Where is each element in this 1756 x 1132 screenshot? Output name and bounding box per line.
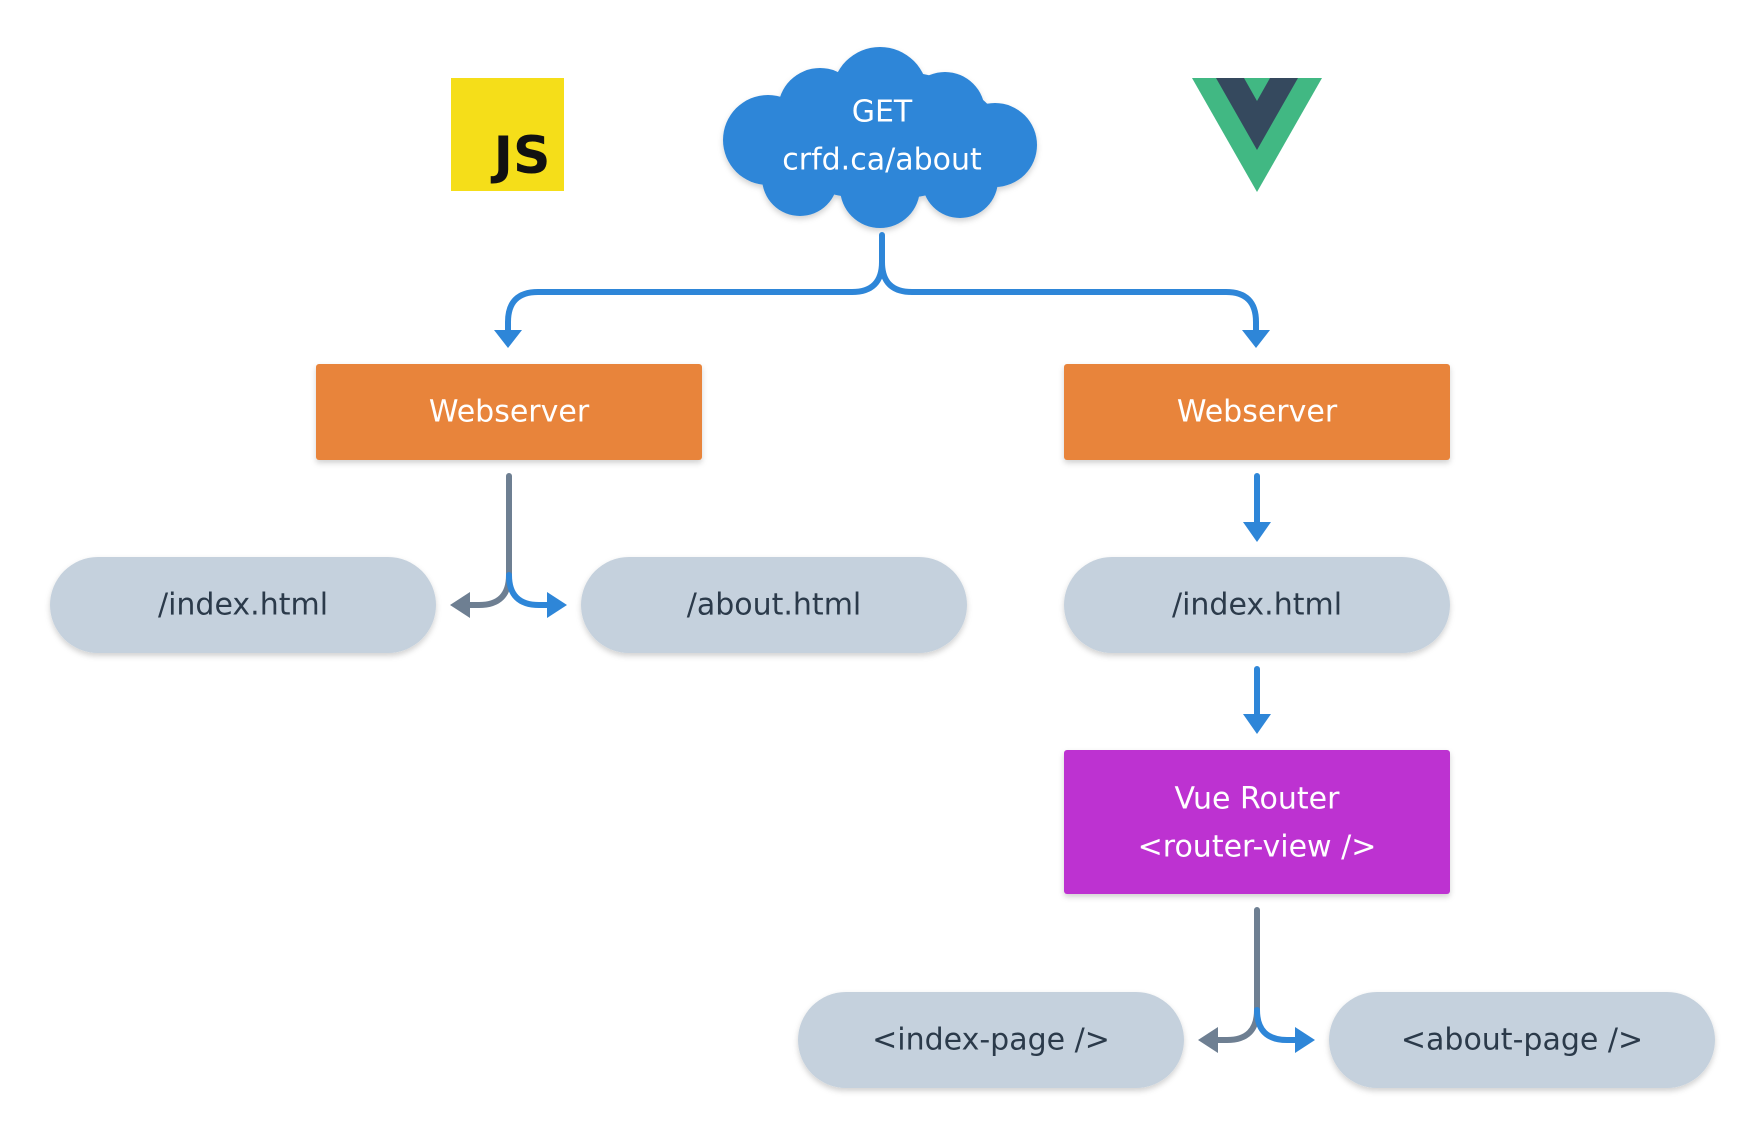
left-webserver-label: Webserver xyxy=(429,395,590,430)
arrow-to-about-page xyxy=(1295,1027,1315,1053)
javascript-logo-text: JS xyxy=(491,126,551,186)
vue-router-view-label: <router-view /> xyxy=(1138,830,1377,865)
right-index-file-pill: /index.html xyxy=(1064,557,1450,653)
arrow-to-left-about xyxy=(547,592,567,618)
cloud-split-connector xyxy=(505,232,1259,339)
vue-logo-icon xyxy=(1192,78,1322,192)
arrow-to-right-webserver xyxy=(1242,330,1270,348)
about-page-component-pill: <about-page /> xyxy=(1329,992,1715,1088)
arrow-to-router xyxy=(1243,714,1271,734)
vue-router-box: Vue Router <router-view /> xyxy=(1064,750,1450,894)
left-about-file-label: /about.html xyxy=(687,588,862,623)
request-method: GET xyxy=(852,95,913,130)
index-page-component-pill: <index-page /> xyxy=(798,992,1184,1088)
index-page-component-label: <index-page /> xyxy=(872,1023,1110,1058)
arrow-to-index-page xyxy=(1198,1027,1218,1053)
right-webserver-box: Webserver xyxy=(1064,364,1450,460)
cloud-icon xyxy=(723,47,1037,228)
left-about-file-pill: /about.html xyxy=(581,557,967,653)
vue-router-title: Vue Router xyxy=(1175,782,1341,817)
javascript-logo-icon: JS xyxy=(451,78,564,191)
right-index-file-label: /index.html xyxy=(1172,588,1342,623)
about-page-component-label: <about-page /> xyxy=(1401,1023,1643,1058)
arrow-to-left-index xyxy=(450,592,470,618)
router-branch-connector xyxy=(1213,907,1299,1043)
left-webserver-box: Webserver xyxy=(316,364,702,460)
left-index-file-label: /index.html xyxy=(158,588,328,623)
request-url: crfd.ca/about xyxy=(782,143,982,178)
arrow-to-left-webserver xyxy=(494,330,522,348)
left-index-file-pill: /index.html xyxy=(50,557,436,653)
right-webserver-label: Webserver xyxy=(1177,395,1338,430)
arrow-to-right-index xyxy=(1243,522,1271,542)
left-branch-connector xyxy=(465,473,551,608)
request-cloud xyxy=(723,47,1037,228)
